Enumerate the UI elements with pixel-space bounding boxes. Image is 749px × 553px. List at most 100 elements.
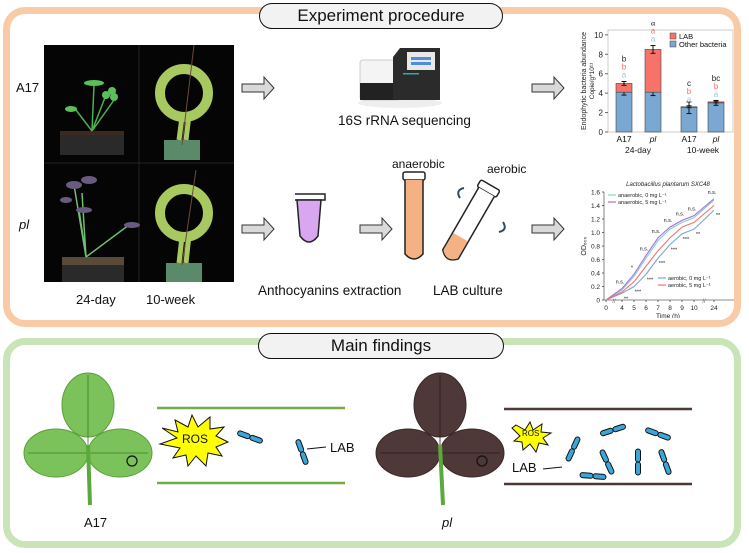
significance-annotation: ** — [624, 296, 629, 302]
y-tick-label: 6 — [599, 70, 604, 79]
x-tick-label: 0 — [604, 305, 608, 312]
group-label: 24-day — [625, 145, 652, 155]
x-tick-label: 10 — [690, 305, 698, 312]
x-tick-label: 8 — [668, 305, 672, 312]
y-tick-label: 2 — [599, 109, 604, 118]
significance-annotation: n.s. — [640, 246, 649, 252]
eppendorf-tube-icon — [295, 193, 326, 243]
row-label-pl: pl — [19, 217, 30, 232]
arrow-icon — [531, 216, 565, 242]
significance-annotation: *** — [671, 248, 678, 254]
significance-annotation: * — [631, 265, 634, 271]
y-axis-label: Copie/g*10¹¹ — [589, 62, 596, 99]
legend-label: aerobic, 0 mg L⁻¹ — [668, 276, 711, 282]
bacterium-icon — [295, 439, 309, 465]
arrow-icon — [359, 216, 393, 242]
ros-label-a17: ROS — [182, 432, 209, 446]
findings-label-a17: A17 — [84, 515, 108, 530]
sig-letter-other: a — [651, 35, 656, 44]
sig-letter-lab: b — [622, 62, 627, 71]
arrow-icon — [241, 216, 275, 242]
culture-label: LAB culture — [433, 283, 503, 298]
significance-annotation: n.s. — [676, 211, 685, 217]
sample-spot-icon — [126, 455, 138, 467]
bacterium-icon — [237, 430, 263, 444]
bacterium-icon — [565, 436, 581, 462]
legend-label: anaerobic, 0 mg L⁻¹ — [618, 193, 667, 199]
group-label: 10-week — [687, 145, 720, 155]
x-tick-label: 4 — [620, 305, 624, 312]
lab-pointer-line — [542, 466, 563, 470]
axis-break: // — [612, 299, 616, 305]
significance-annotation: n.s. — [688, 207, 697, 213]
photo-a17-24day — [60, 80, 124, 155]
axis-break: // — [702, 299, 706, 305]
bacteria-group — [237, 423, 672, 480]
ros-burst-icon — [511, 420, 553, 454]
purple-leaf-icon — [375, 372, 505, 506]
significance-annotation: *** — [683, 237, 690, 243]
bacterium-icon — [600, 423, 626, 437]
arrow-icon — [531, 75, 565, 101]
significance-annotation: n.s. — [652, 229, 661, 235]
x-tick-label: 6 — [644, 305, 648, 312]
x-tick-label: A17 — [681, 134, 696, 144]
x-tick-label: 24 — [710, 305, 718, 312]
y-tick-label: 1.4 — [591, 203, 600, 210]
significance-annotation: n.s. — [708, 190, 717, 196]
sig-letter-other: a — [687, 95, 692, 104]
significance-annotation: *** — [647, 277, 654, 283]
anaerobic-label: anaerobic — [392, 157, 445, 171]
aerobic-tube-icon — [441, 179, 501, 261]
lab-tubes — [295, 171, 506, 261]
y-tick-label: 1.2 — [591, 217, 600, 224]
col-label-24day: 24-day — [76, 292, 116, 307]
findings-label-pl: pl — [442, 515, 453, 530]
legend-swatch — [669, 32, 677, 40]
rotation-arrow-icon — [457, 187, 465, 199]
significance-annotation: *** — [635, 290, 642, 296]
sig-letter-total: b — [622, 54, 627, 63]
y-tick-label: 10 — [594, 31, 603, 40]
legend-label: anaerobic, 5 mg L⁻¹ — [618, 200, 667, 206]
y-tick-label: 0.6 — [591, 257, 600, 264]
y-tick-label: 1.6 — [591, 190, 600, 197]
lab-label-pl: LAB — [512, 460, 537, 475]
photo-pl-10week — [155, 169, 213, 282]
sig-letter-total: c — [687, 79, 691, 88]
significance-annotation: *** — [659, 261, 666, 267]
anaerobic-tube-icon — [402, 171, 426, 260]
bacterium-icon — [599, 449, 615, 475]
main-findings-title: Main findings — [258, 333, 504, 359]
y-tick-label: 0 — [596, 298, 600, 305]
col-label-10week: 10-week — [146, 292, 196, 307]
row-label-a17: A17 — [16, 80, 40, 95]
significance-annotation: ** — [716, 213, 721, 219]
sequencer-icon — [358, 48, 442, 108]
ros-burst-icon — [158, 413, 230, 468]
rotation-arrow-icon — [498, 221, 506, 233]
extraction-label: Anthocyanins extraction — [258, 283, 402, 298]
legend-label: Other bacteria — [679, 40, 727, 49]
legend-label: LAB — [679, 32, 693, 41]
y-axis-label: OD₆₀₀ — [581, 236, 588, 255]
significance-annotation: n.s. — [616, 280, 625, 286]
sig-letter-lab: b — [687, 87, 692, 96]
x-tick-label: pl — [712, 134, 721, 144]
sequencing-label: 16S rRNA sequencing — [338, 113, 471, 128]
sig-letter-total: a — [651, 22, 656, 28]
bacterium-icon — [645, 427, 671, 441]
sig-letter-other: a — [714, 90, 719, 99]
y-tick-label: 0.4 — [591, 271, 600, 278]
y-tick-label: 0.8 — [591, 244, 600, 251]
line-chart: Lactobacillus plantarum SXC4800.20.40.60… — [581, 182, 734, 318]
x-tick-label: A17 — [616, 134, 631, 144]
lab-pointer-line — [306, 446, 327, 450]
y-tick-label: 1.0 — [591, 230, 600, 237]
sig-letter-total: bc — [712, 74, 720, 83]
ros-label-pl: ROS — [522, 429, 540, 438]
x-tick-label: 9 — [680, 305, 684, 312]
series-line-anaerobic-5-mg-l-1 — [605, 198, 715, 301]
